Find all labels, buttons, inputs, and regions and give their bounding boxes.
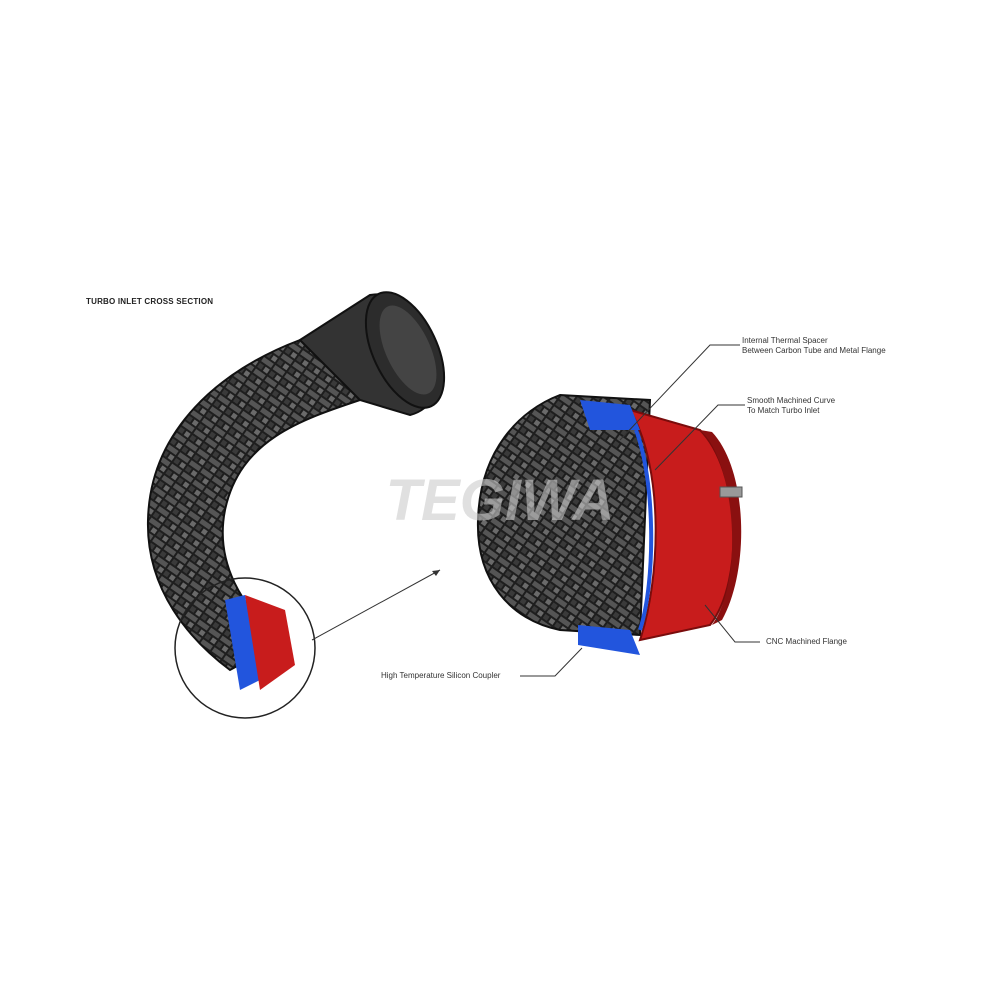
callout-cnc-flange: CNC Machined Flange (766, 637, 847, 646)
callout-line: Internal Thermal Spacer (742, 336, 828, 345)
diagram-title: TURBO INLET CROSS SECTION (86, 297, 214, 306)
callout-machined-curve: Smooth Machined Curve To Match Turbo Inl… (747, 396, 835, 416)
cross-section-detail (476, 393, 743, 655)
leader-machined-curve (654, 404, 745, 471)
watermark-logo: TEGIWA (386, 468, 615, 533)
callout-line: Smooth Machined Curve (747, 396, 836, 405)
leader-cnc-flange (704, 604, 760, 643)
callout-silicon-coupler: High Temperature Silicon Coupler (381, 671, 501, 680)
callout-line: To Match Turbo Inlet (747, 406, 820, 415)
leader-silicon-coupler (520, 647, 583, 677)
bent-carbon-tube (146, 291, 446, 690)
leader-thermal-spacer (619, 344, 740, 441)
callout-line: Between Carbon Tube and Metal Flange (742, 346, 886, 355)
detail-pointer (311, 569, 441, 641)
detail-circle (174, 577, 316, 719)
callout-thermal-spacer: Internal Thermal Spacer Between Carbon T… (742, 336, 886, 356)
